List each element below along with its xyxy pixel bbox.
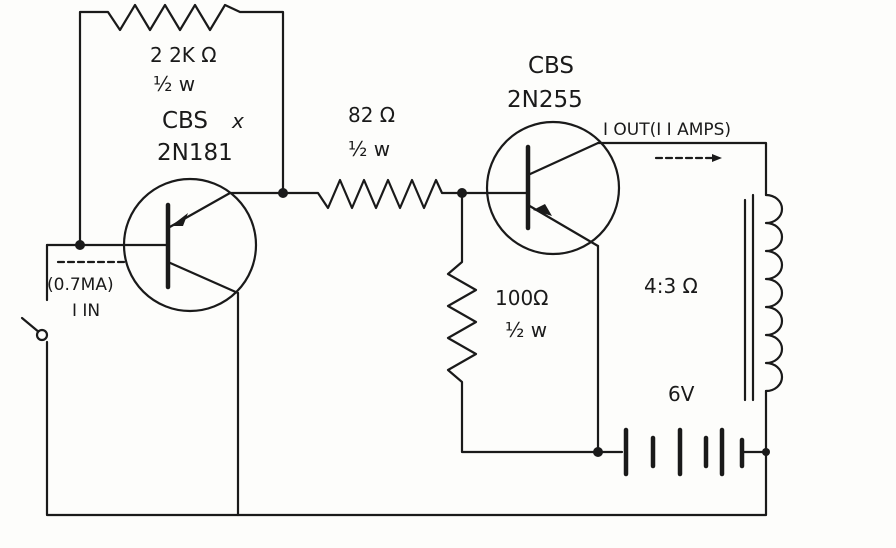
transistor-q2 [485, 120, 621, 256]
q1-part-label: 2N181 [157, 140, 233, 166]
r3-rating-label: ½ w [505, 318, 547, 342]
junction-dot [457, 188, 467, 198]
q1-mark-label: x [231, 109, 244, 133]
load-value-label: 4:3 Ω [644, 274, 698, 298]
q2-maker-label: CBS [528, 53, 574, 79]
load-coil [743, 193, 784, 454]
resistor-r3 [446, 191, 600, 454]
junction-dot [75, 240, 85, 250]
r2-rating-label: ½ w [348, 137, 390, 161]
resistor-r2 [281, 178, 464, 210]
output-current-label: I OUT(I I AMPS) [603, 120, 731, 140]
input-current-value-label: (0.7MA) [47, 275, 114, 295]
junction-dot [593, 447, 603, 457]
q2-part-label: 2N255 [507, 87, 583, 113]
q2-collector-wire [596, 141, 768, 197]
current-arrow-icon [654, 154, 722, 162]
battery [596, 427, 768, 477]
battery-value-label: 6V [668, 382, 695, 406]
r3-value-label: 100Ω [495, 286, 548, 310]
return-bus [45, 340, 768, 517]
junction-dot [278, 188, 288, 198]
r2-value-label: 82 Ω [348, 103, 395, 127]
resistor-r1 [78, 3, 285, 247]
q1-maker-label: CBS [162, 108, 208, 134]
input-switch [20, 243, 82, 342]
input-current-name-label: I IN [72, 301, 100, 321]
r1-rating-label: ½ w [153, 72, 195, 96]
r1-value-label: 2 2K Ω [150, 43, 217, 67]
junction-dot [762, 448, 770, 456]
